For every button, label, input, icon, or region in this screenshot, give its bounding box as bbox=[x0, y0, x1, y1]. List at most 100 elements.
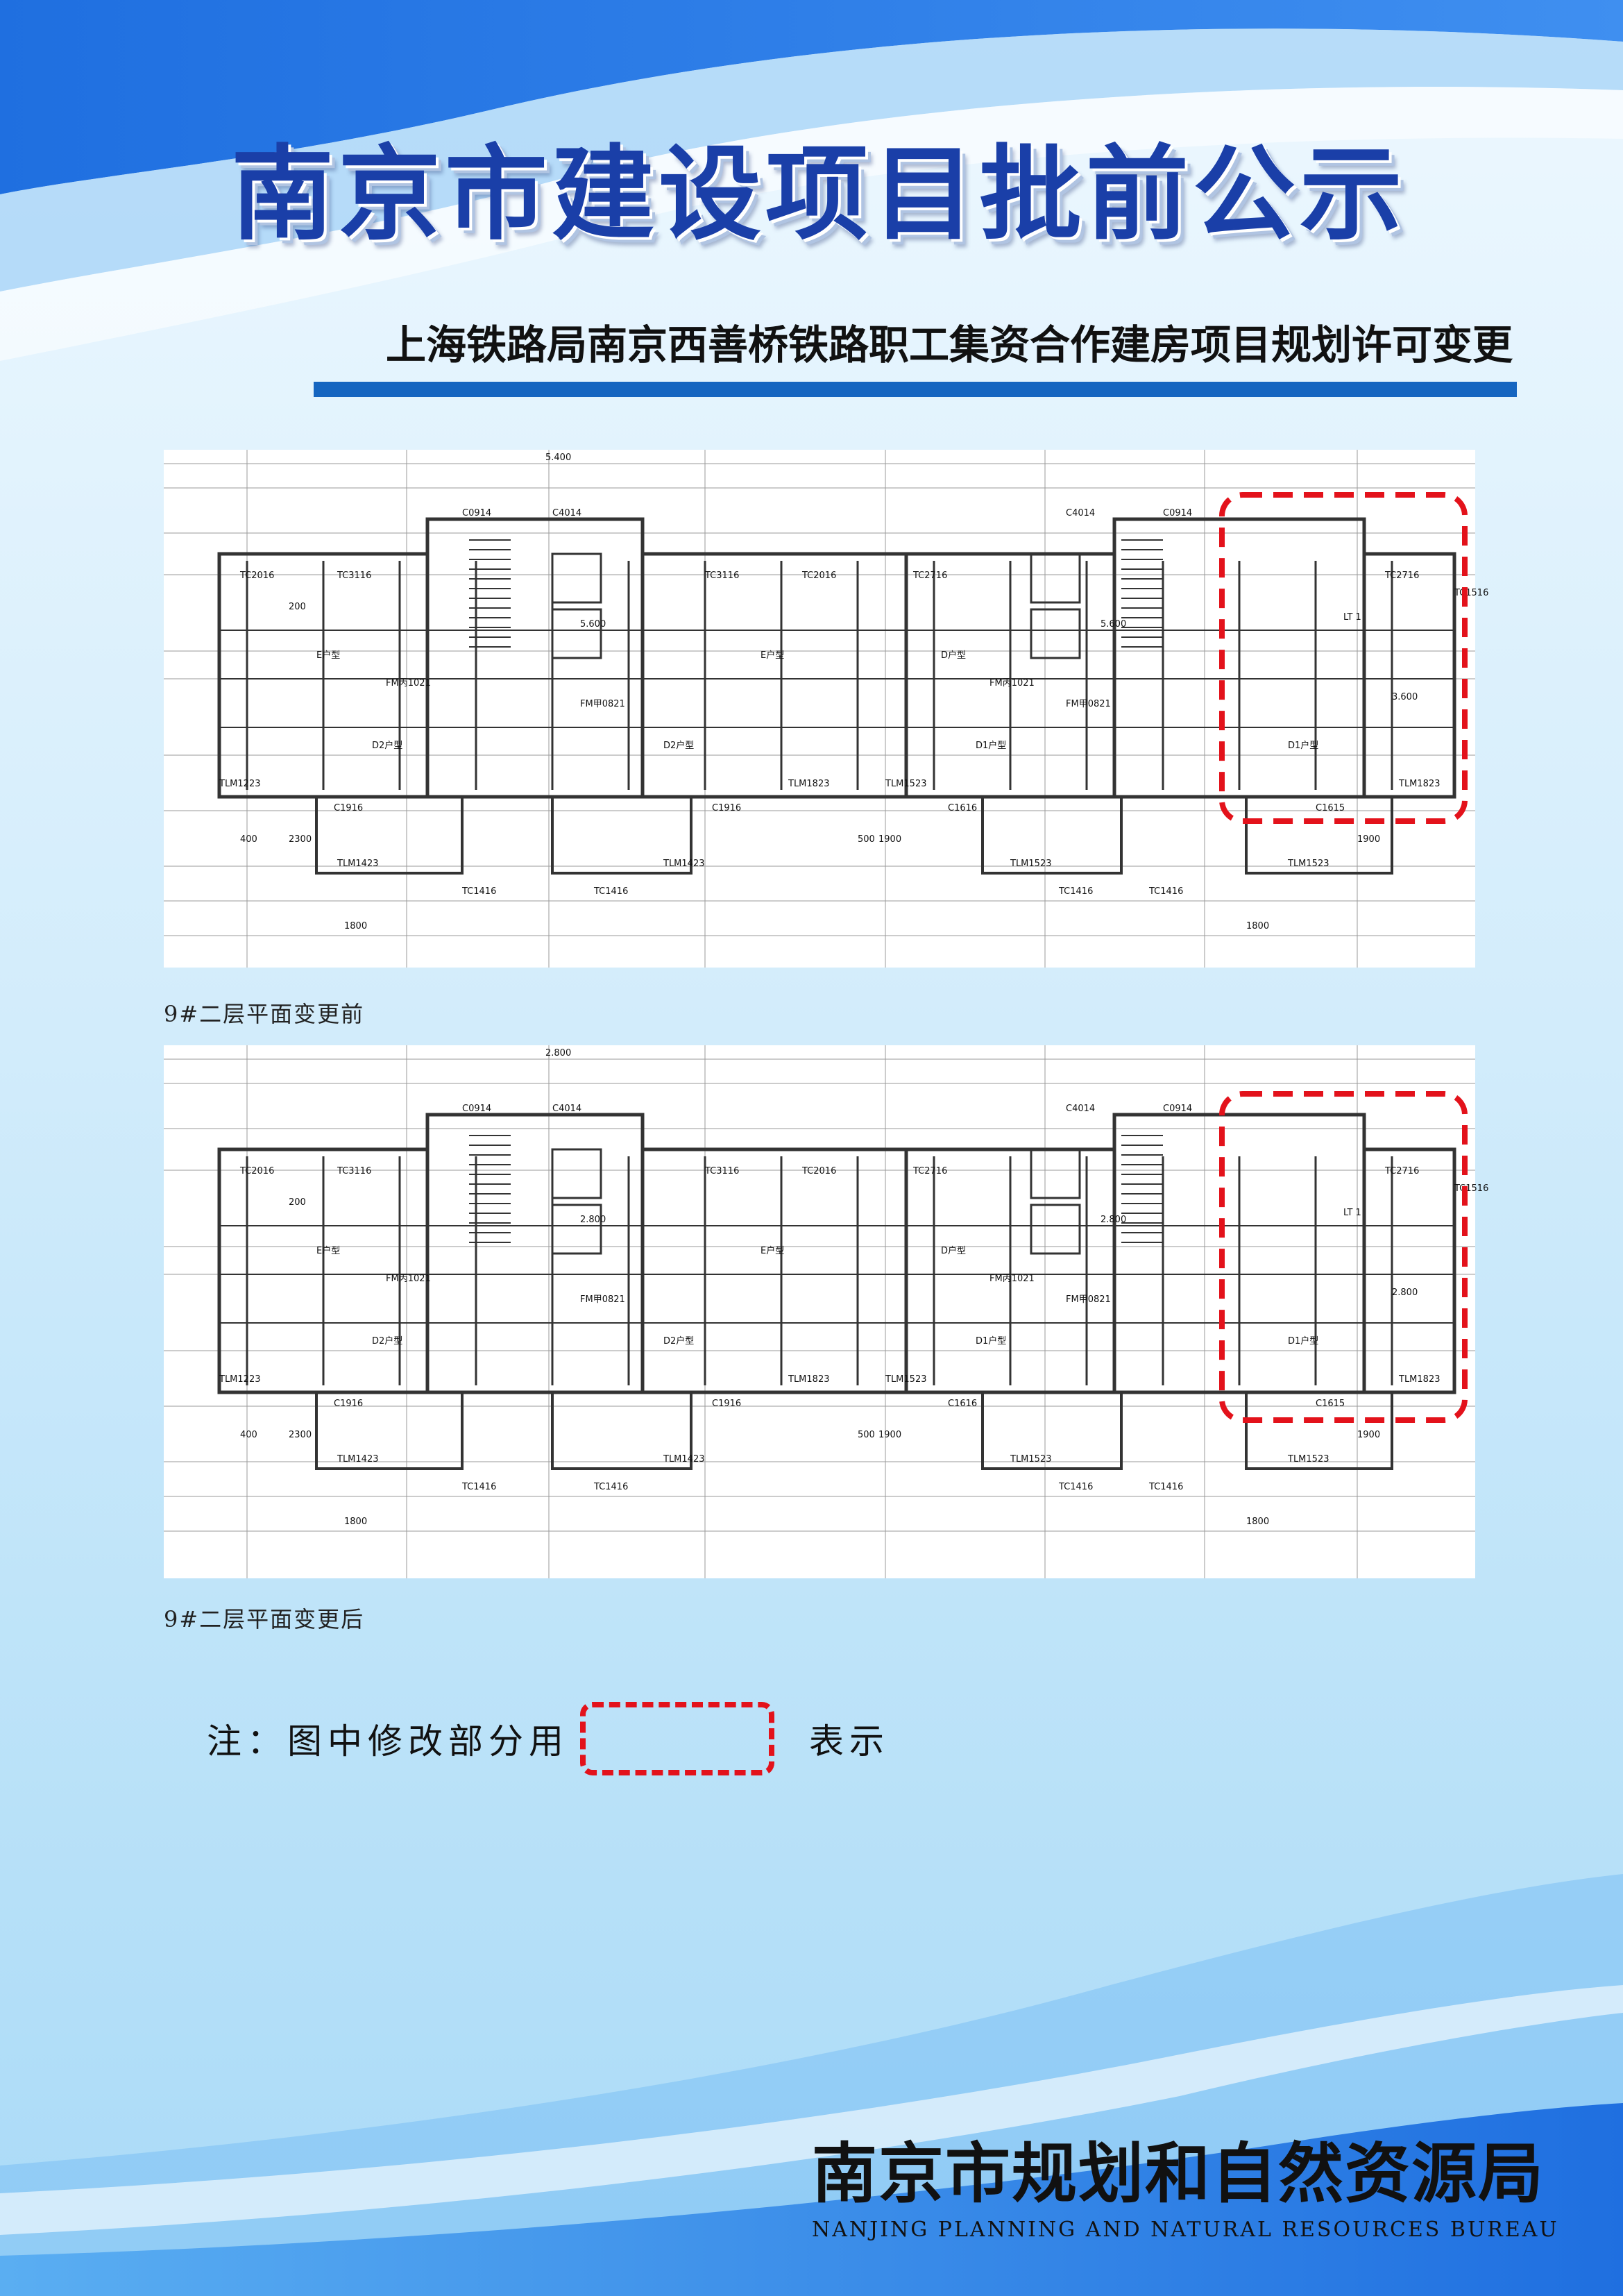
plan-label: 2.800 bbox=[1101, 1215, 1126, 1225]
plan-label: 1900 bbox=[878, 834, 901, 845]
plan-label: C0914 bbox=[1163, 1104, 1192, 1114]
plan-label: FM丙1021 bbox=[386, 1274, 431, 1284]
plan-label: C1916 bbox=[712, 803, 741, 813]
plan-label: FM甲0821 bbox=[1066, 699, 1111, 709]
plan-label: 2.800 bbox=[1392, 1288, 1418, 1298]
wall-outline bbox=[640, 1147, 908, 1394]
plan-label: TC2016 bbox=[801, 571, 836, 581]
plan-label: D1户型 bbox=[1288, 740, 1318, 751]
plan-label: 2.800 bbox=[545, 1048, 571, 1058]
plan-label: C4014 bbox=[552, 508, 581, 518]
plan-label: C0914 bbox=[462, 508, 491, 518]
plan-label: TC2716 bbox=[1384, 1166, 1419, 1176]
plan-label: TC1516 bbox=[1454, 1183, 1488, 1194]
top-wave-dark bbox=[0, 0, 1623, 194]
plan-label: TC1416 bbox=[1148, 886, 1183, 897]
plan-label: TLM1823 bbox=[788, 779, 829, 789]
balcony-outline bbox=[315, 1391, 464, 1470]
elevator-shaft bbox=[551, 552, 602, 604]
plan-label: TLM1523 bbox=[1287, 1454, 1329, 1464]
plan-label: TC1416 bbox=[461, 886, 496, 897]
plan-label: TLM1523 bbox=[1010, 859, 1051, 869]
elevator-shaft bbox=[1030, 1204, 1081, 1255]
plan-label: 5.600 bbox=[580, 619, 606, 630]
plan-label: TC2016 bbox=[239, 571, 274, 581]
plan-label: 1900 bbox=[1357, 834, 1380, 845]
plan-label: D户型 bbox=[941, 1245, 966, 1256]
plan-label: 400 bbox=[240, 1430, 257, 1440]
page-title: 南京市建设项目批前公示 bbox=[231, 133, 1407, 254]
plan-label: D1户型 bbox=[976, 1335, 1006, 1347]
elevator-shaft bbox=[551, 1148, 602, 1199]
plan-label: 2.800 bbox=[580, 1215, 606, 1225]
plan-label: TC2716 bbox=[1384, 571, 1419, 581]
plan-label: FM丙1021 bbox=[989, 1274, 1035, 1284]
plan-label: C1616 bbox=[948, 803, 977, 813]
plan-label: TC1516 bbox=[1454, 588, 1488, 598]
plan-label: TC3116 bbox=[337, 571, 371, 581]
changed-area-highlight bbox=[1219, 492, 1468, 824]
plan-label: FM甲0821 bbox=[580, 1294, 625, 1305]
plan-label: TC1416 bbox=[593, 886, 628, 897]
plan-label: TLM1523 bbox=[1287, 859, 1329, 869]
plan-label: D1户型 bbox=[1288, 1335, 1318, 1347]
plan-label: TC3116 bbox=[704, 571, 739, 581]
plan-label: TC2016 bbox=[801, 1166, 836, 1176]
plan-label: 2300 bbox=[289, 1430, 312, 1440]
note-prefix: 注：图中修改部分用 bbox=[207, 1721, 569, 1762]
plan-label: LT 1 bbox=[1343, 1208, 1361, 1218]
plan-label: TC1416 bbox=[1058, 1482, 1093, 1492]
plan-label: 3.600 bbox=[1392, 692, 1418, 702]
subtitle-underline bbox=[314, 382, 1517, 397]
dashed-box-legend bbox=[580, 1702, 774, 1775]
plan-label: 1800 bbox=[1246, 1517, 1269, 1527]
plan-label: 1900 bbox=[1357, 1430, 1380, 1440]
plan-label: TC1416 bbox=[1058, 886, 1093, 897]
balcony-outline bbox=[315, 795, 464, 875]
balcony-outline bbox=[981, 795, 1123, 875]
plan-label: TLM1523 bbox=[1010, 1454, 1051, 1464]
agency-name-en: NANJING PLANNING AND NATURAL RESOURCES B… bbox=[812, 2218, 1559, 2242]
plan-label: 1800 bbox=[344, 921, 367, 931]
note-suffix: 表示 bbox=[809, 1721, 890, 1762]
plan-label: TLM1523 bbox=[885, 1374, 926, 1385]
plan-label: 200 bbox=[289, 602, 306, 612]
plan-label: FM丙1021 bbox=[989, 678, 1035, 689]
plan-caption-before: 9#二层平面变更前 bbox=[164, 1001, 365, 1027]
plan-label: TC2716 bbox=[912, 571, 947, 581]
wall-outline bbox=[1362, 1147, 1456, 1394]
wall-outline bbox=[1362, 552, 1456, 799]
plan-caption-after: 9#二层平面变更后 bbox=[164, 1606, 365, 1632]
plan-label: 5.400 bbox=[545, 453, 571, 463]
plan-label: D2户型 bbox=[372, 740, 402, 751]
elevator-shaft bbox=[1030, 608, 1081, 659]
plan-label: TC2016 bbox=[239, 1166, 274, 1176]
plan-label: 1800 bbox=[344, 1517, 367, 1527]
plan-label: E户型 bbox=[316, 650, 340, 661]
plan-label: FM丙1021 bbox=[386, 678, 431, 689]
plan-label: TC1416 bbox=[1148, 1482, 1183, 1492]
plan-label: D2户型 bbox=[663, 740, 694, 751]
bottom-wave-white bbox=[0, 1985, 1623, 2235]
plan-label: C1616 bbox=[948, 1399, 977, 1409]
plan-label: FM甲0821 bbox=[1066, 1294, 1111, 1305]
plan-label: D1户型 bbox=[976, 740, 1006, 751]
plan-label: C4014 bbox=[1066, 1104, 1095, 1114]
balcony-outline bbox=[981, 1391, 1123, 1470]
plan-label: TLM1223 bbox=[219, 779, 260, 789]
plan-label: 1900 bbox=[878, 1430, 901, 1440]
plan-label: E户型 bbox=[760, 650, 784, 661]
balcony-outline bbox=[551, 795, 692, 875]
plan-label: D户型 bbox=[941, 650, 966, 661]
plan-label: C1615 bbox=[1316, 803, 1345, 813]
plan-label: LT 1 bbox=[1343, 612, 1361, 623]
bottom-wave-dark bbox=[0, 2103, 1623, 2296]
plan-label: C4014 bbox=[1066, 508, 1095, 518]
plan-label: TLM1223 bbox=[219, 1374, 260, 1385]
elevator-shaft bbox=[1030, 1148, 1081, 1199]
